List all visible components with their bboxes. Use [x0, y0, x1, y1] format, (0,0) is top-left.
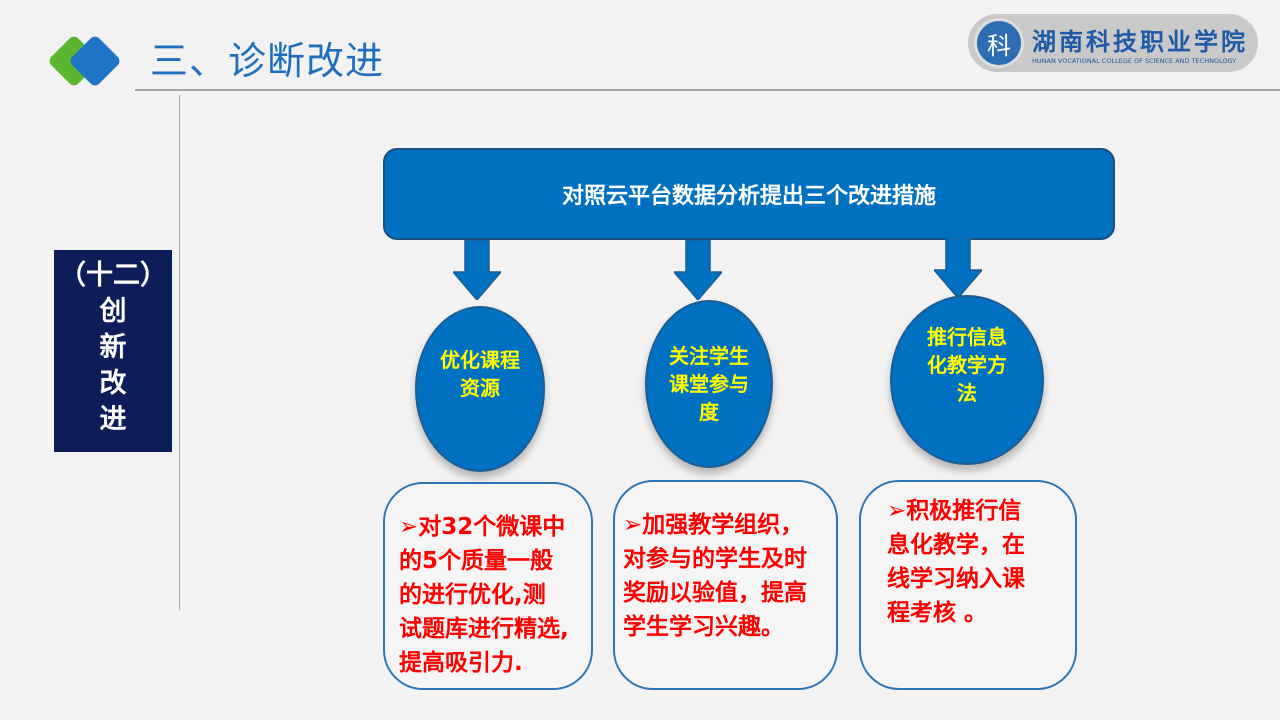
measure-card-3: ➢积极推行信 息化教学，在 线学习纳入课 程考核 。 [859, 480, 1077, 690]
oval-text: 课堂参与 [669, 372, 749, 396]
card-line: 加强教学组织， [642, 512, 804, 538]
card-line: 对32个微课中 [418, 514, 566, 540]
card-line: 的进行优化,测 [399, 582, 546, 608]
card-line: 学生学习兴趣。 [623, 614, 784, 640]
card-line: 程考核 。 [887, 600, 988, 626]
college-name-cn: 湖南科技职业学院 [1032, 26, 1248, 56]
section-label: （十二） 创 新 改 进 [54, 250, 172, 452]
section-char: 改 [99, 368, 127, 399]
arrow-bullet-icon: ➢ [623, 512, 643, 538]
measure-card-2: ➢加强教学组织， 对参与的学生及时 奖励以验值，提高 学生学习兴趣。 [613, 480, 838, 690]
section-char: 进 [99, 404, 127, 435]
oval-text: 关注学生 [669, 344, 749, 368]
card-line: 奖励以验值，提高 [623, 580, 807, 606]
page-title: 三、诊断改进 [150, 39, 385, 83]
section-char: 新 [99, 332, 127, 363]
header-divider [135, 89, 1280, 91]
oval-text: 化教学方 [927, 353, 1007, 377]
card-line: 积极推行信 [906, 498, 1022, 524]
oval-text: 法 [957, 381, 977, 405]
down-arrow-icon [453, 240, 501, 300]
measure-oval-3: 推行信息 化教学方 法 [890, 295, 1044, 465]
card-line: 提高吸引力. [399, 650, 523, 676]
college-name-en: HUNAN VOCATIONAL COLLEGE OF SCIENCE AND … [1032, 56, 1237, 65]
college-seal-icon: 科 [974, 18, 1024, 68]
arrow-bullet-icon: ➢ [887, 498, 907, 524]
measure-oval-2: 关注学生 课堂参与 度 [645, 300, 773, 468]
oval-text: 资源 [460, 376, 500, 400]
oval-text: 优化课程 [440, 348, 520, 372]
measure-card-1: ➢对32个微课中 的5个质量一般 的进行优化,测 试题库进行精选, 提高吸引力. [383, 482, 593, 690]
down-arrow-icon [674, 240, 722, 300]
section-char: 创 [99, 296, 127, 327]
measure-oval-1: 优化课程 资源 [415, 306, 545, 472]
card-line: 试题库进行精选, [399, 616, 569, 642]
arrow-bullet-icon: ➢ [399, 514, 419, 540]
down-arrow-icon [934, 238, 982, 298]
card-line: 线学习纳入课 [887, 566, 1025, 592]
oval-text: 推行信息 [927, 325, 1007, 349]
oval-text: 度 [699, 400, 719, 424]
card-line: 对参与的学生及时 [623, 546, 807, 572]
main-banner: 对照云平台数据分析提出三个改进措施 [383, 148, 1115, 240]
card-line: 的5个质量一般 [399, 548, 554, 574]
college-logo: 科 湖南科技职业学院 HUNAN VOCATIONAL COLLEGE OF S… [968, 14, 1258, 72]
side-divider [179, 95, 180, 610]
card-line: 息化教学，在 [887, 532, 1025, 558]
section-number: （十二） [59, 260, 167, 291]
